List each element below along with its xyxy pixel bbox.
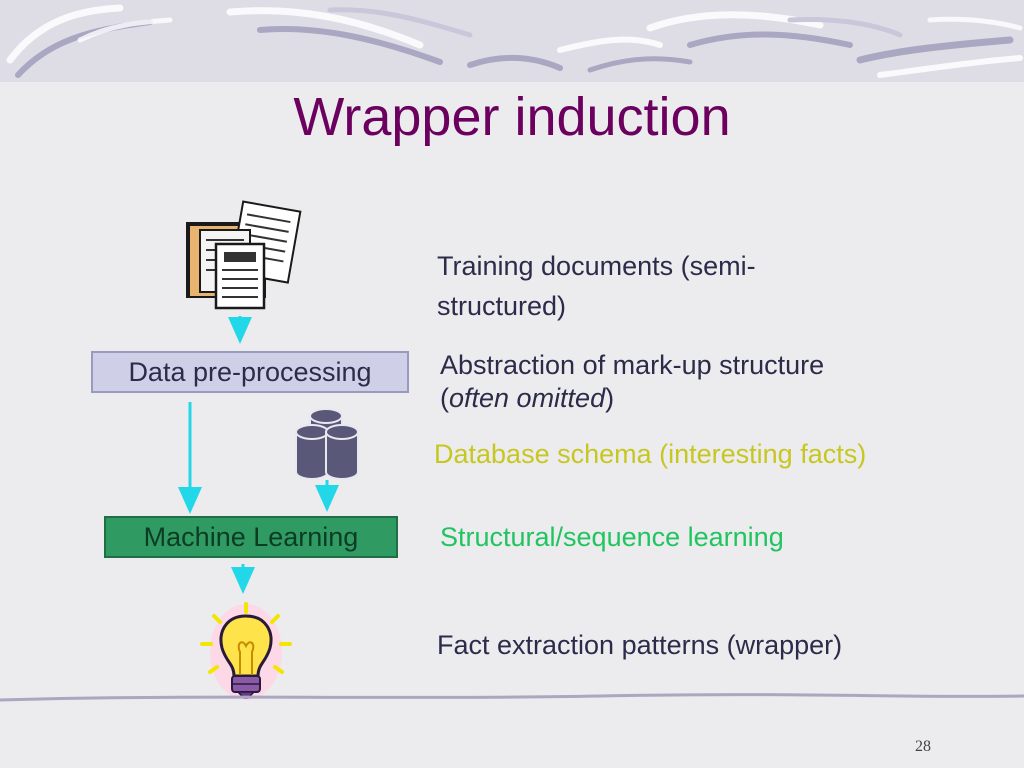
abstraction-paren-close: ) [605, 383, 615, 413]
data-preprocessing-box: Data pre-processing [91, 351, 409, 393]
slide-title: Wrapper induction [293, 87, 731, 147]
header-swirl-decoration [6, 4, 1023, 78]
header-band [0, 0, 1024, 82]
fact-extraction-text: Fact extraction patterns (wrapper) [437, 630, 843, 660]
database-schema-text: Database schema (interesting facts) [434, 439, 867, 469]
training-docs-line1: Training documents (semi- [437, 251, 756, 281]
footer-line [0, 693, 1024, 702]
machine-learning-box: Machine Learning [104, 516, 398, 558]
database-icon [295, 408, 359, 480]
abstraction-line1: Abstraction of mark-up structure [440, 350, 825, 380]
lightbulb-icon [200, 602, 292, 700]
structural-learning-text: Structural/sequence learning [440, 522, 784, 552]
slide-number: 28 [915, 738, 931, 755]
documents-icon [186, 200, 302, 310]
abstraction-line2: (often omitted) [440, 380, 614, 416]
abstraction-italic-note: often omitted [449, 383, 606, 413]
training-docs-line2: structured) [437, 291, 567, 321]
abstraction-paren-open: ( [440, 383, 449, 413]
